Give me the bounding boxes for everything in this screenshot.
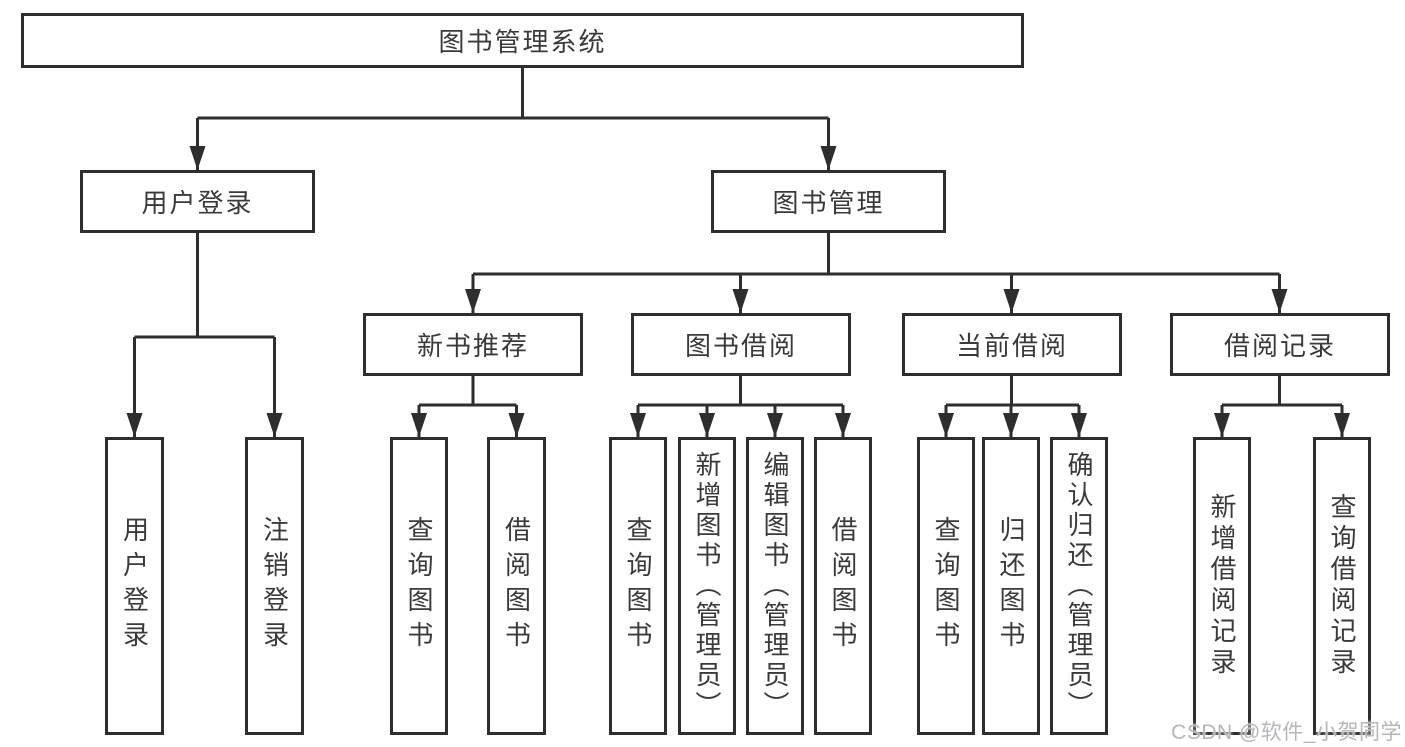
- node-label: 查询图书: [623, 516, 653, 656]
- node-book-borrowing: 图书借阅: [631, 313, 851, 376]
- node-label: 新增图书（管理员）: [692, 451, 722, 721]
- node-label: 借阅记录: [1223, 331, 1336, 361]
- node-leaf-confirm-return-admin: 确认归还（管理员）: [1050, 437, 1108, 735]
- node-label: 用户登录: [119, 516, 150, 656]
- node-current-borrowing: 当前借阅: [902, 313, 1122, 376]
- node-leaf-query-borrow-record: 查询借阅记录: [1313, 437, 1371, 735]
- node-library-management-system: 图书管理系统: [21, 13, 1024, 68]
- node-leaf-logout: 注销登录: [245, 437, 304, 735]
- tree-arrows: [126, 118, 1350, 437]
- node-label: 当前借阅: [955, 331, 1068, 361]
- node-leaf-return-book: 归还图书: [982, 437, 1040, 735]
- node-label: 编辑图书（管理员）: [760, 451, 790, 721]
- node-leaf-user-login: 用户登录: [105, 437, 164, 735]
- node-label: 图书借阅: [684, 331, 797, 361]
- node-new-book-recommendation: 新书推荐: [363, 313, 583, 376]
- node-label: 借阅图书: [501, 516, 532, 656]
- node-label: 确认归还（管理员）: [1064, 451, 1094, 721]
- node-leaf-add-borrow-record: 新增借阅记录: [1193, 437, 1251, 735]
- node-leaf-borrow-book: 借阅图书: [814, 437, 872, 735]
- node-leaf-query-book-current: 查询图书: [917, 437, 975, 735]
- node-label: 查询借阅记录: [1327, 493, 1357, 679]
- node-label: 借阅图书: [828, 516, 858, 656]
- node-user-login-branch: 用户登录: [80, 170, 315, 233]
- node-label: 查询图书: [404, 516, 434, 656]
- node-label: 归还图书: [996, 516, 1026, 656]
- node-label: 图书管理系统: [438, 27, 607, 57]
- node-leaf-borrow-book-recommend: 借阅图书: [487, 437, 546, 735]
- node-label: 查询图书: [931, 516, 961, 656]
- tree-edges: [134, 68, 1342, 407]
- node-label: 注销登录: [259, 516, 290, 656]
- node-leaf-query-book-borrow: 查询图书: [609, 437, 667, 735]
- node-borrowing-records: 借阅记录: [1170, 313, 1390, 376]
- node-label: 用户登录: [141, 188, 254, 218]
- node-label: 新书推荐: [416, 331, 529, 361]
- node-leaf-edit-book-admin: 编辑图书（管理员）: [746, 437, 804, 735]
- node-label: 新增借阅记录: [1207, 493, 1237, 679]
- node-book-management: 图书管理: [711, 170, 946, 233]
- node-label: 图书管理: [772, 188, 885, 218]
- node-leaf-add-book-admin: 新增图书（管理员）: [678, 437, 736, 735]
- csdn-watermark: CSDN @软件_小贺同学: [1171, 721, 1402, 744]
- node-leaf-query-book-recommend: 查询图书: [390, 437, 448, 735]
